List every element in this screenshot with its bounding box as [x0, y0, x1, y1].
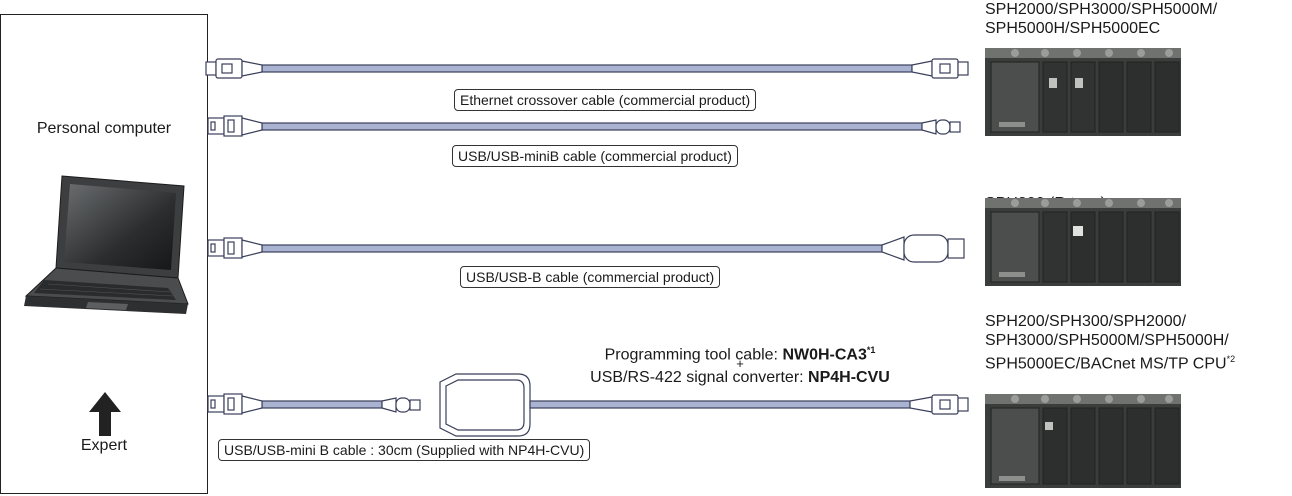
up-arrow-icon: [89, 392, 121, 436]
plus-sign: +: [736, 356, 744, 371]
usb-minib-cable: [207, 115, 961, 137]
usb-minib-cable-caption: USB/USB-miniB cable (commercial product): [452, 145, 738, 167]
usb-minib-30cm-caption: USB/USB-mini B cable : 30cm (Supplied wi…: [218, 439, 591, 461]
laptop-image: [24, 175, 189, 314]
ethernet-crossover-cable: [205, 58, 969, 79]
top-device-label: SPH2000/SPH3000/SPH5000M/ SPH5000H/SPH50…: [985, 1, 1218, 37]
ethernet-cable-caption: Ethernet crossover cable (commercial pro…: [454, 89, 757, 111]
bottom-device-label: SPH200/SPH300/SPH2000/ SPH3000/SPH5000M/…: [985, 313, 1236, 373]
plc-image-middle: [985, 198, 1181, 286]
cable-diagram: [205, 58, 969, 437]
usb-b-cable-caption: USB/USB-B cable (commercial product): [460, 266, 721, 288]
signal-converter-label: USB/RS-422 signal converter: NP4H-CVU: [590, 369, 890, 386]
plc-image-top: [985, 48, 1181, 136]
converter-cable-assembly: [207, 373, 969, 437]
plc-image-bottom: [985, 394, 1181, 488]
usb-b-cable: [207, 234, 965, 263]
programming-tool-cable-label: Programming tool cable: NW0H-CA3*1: [604, 345, 876, 364]
personal-computer-label: Personal computer: [36, 120, 172, 137]
expert-label: Expert: [80, 437, 128, 454]
